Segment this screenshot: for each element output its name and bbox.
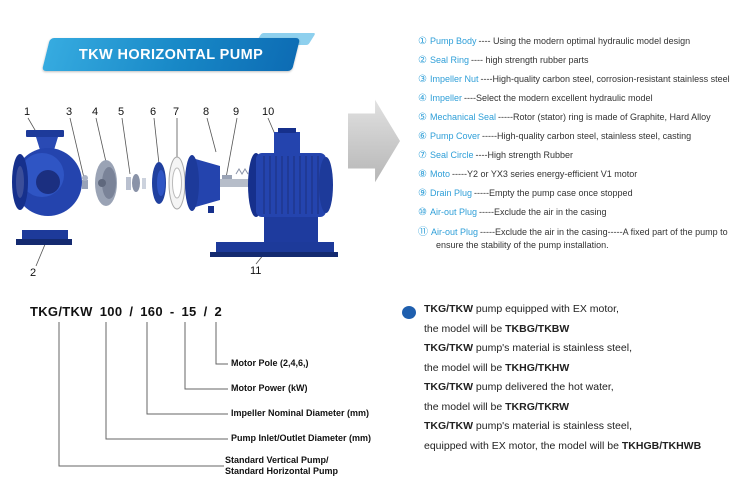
pump-cover <box>152 162 166 204</box>
bullet-dot-icon <box>402 306 416 319</box>
part-item-name: Moto <box>429 169 450 179</box>
part-item-desc: ----Select the modern excellent hydrauli… <box>463 93 653 103</box>
part-item-number: ⑤ <box>418 112 427 123</box>
impeller <box>95 160 117 206</box>
seal-circle <box>168 156 186 210</box>
part-item-desc: ----High-quality carbon steel, corrosion… <box>480 74 730 84</box>
model-code-section: TKG/TKW 100 / 160 - 15 / 2 Motor Pole (2… <box>18 300 410 492</box>
model-code-label: Pump Inlet/Outlet Diameter (mm) <box>231 433 372 443</box>
model-code-label: Impeller Nominal Diameter (mm) <box>231 408 370 418</box>
part-item-number: ⑪ <box>418 227 428 238</box>
note-line: TKG/TKW pump equipped with EX motor, <box>424 303 619 315</box>
part-item-desc: -----Exclude the air in the casing <box>479 207 607 217</box>
page-title: TKW HORIZONTAL PUMP <box>78 46 264 63</box>
part-number: 11 <box>250 265 261 277</box>
model-code-lines <box>58 322 228 467</box>
title-banner: TKW HORIZONTAL PUMP <box>41 38 301 71</box>
terminal-box <box>274 132 300 154</box>
part-number: 7 <box>173 106 179 118</box>
note-line: the model will be TKBG/TKBW <box>424 322 570 335</box>
right-arrow-icon <box>348 99 400 183</box>
part-item-number: ④ <box>418 93 427 104</box>
impeller-nut <box>82 175 88 189</box>
part-number: 3 <box>66 106 72 118</box>
note-line: TKG/TKW pump delivered the hot water, <box>424 381 614 393</box>
part-item-desc: -----Y2 or YX3 series energy-efficient V… <box>451 169 638 179</box>
model-code-token: 15 <box>181 304 197 319</box>
drain-plug <box>208 206 214 213</box>
note-line: the model will be TKRG/TKRW <box>424 400 570 413</box>
part-item-name: Seal Ring <box>429 55 469 65</box>
part-item-number: ⑨ <box>418 188 427 199</box>
note-line: equipped with EX motor, the model will b… <box>424 439 702 452</box>
part-item-desc: -----Empty the pump case once stopped <box>474 188 633 198</box>
part-item-number: ⑧ <box>418 169 427 180</box>
model-code-label: Motor Pole (2,4,6,) <box>231 358 309 368</box>
part-item-number: ⑦ <box>418 150 427 161</box>
mechanical-seal <box>126 174 146 192</box>
part-number: 4 <box>92 106 98 118</box>
pump-casing <box>12 130 82 245</box>
part-item-number: ① <box>418 36 427 47</box>
part-item-number: ② <box>418 55 427 66</box>
note-line: the model will be TKHG/TKHW <box>424 361 570 374</box>
part-item-name: Pump Body <box>429 36 477 46</box>
part-item-desc: ----High strength Rubber <box>475 150 574 160</box>
part-number: 2 <box>30 267 36 279</box>
model-code-label: Motor Power (kW) <box>231 383 308 393</box>
model-code-token: / <box>129 304 134 319</box>
part-item-desc: -----Rotor (stator) ring is made of Grap… <box>498 112 711 122</box>
model-code-token: / <box>203 304 208 319</box>
part-number: 5 <box>118 106 124 118</box>
model-code-label: Standard Horizontal Pump <box>225 466 339 476</box>
part-item-name: Air-out Plug <box>431 227 479 237</box>
model-code-token: 2 <box>214 304 223 319</box>
part-item-name: Impeller Nut <box>429 74 479 84</box>
part-item-name: Seal Circle <box>429 150 474 160</box>
model-code-token: 100 <box>99 304 123 319</box>
note-line: TKG/TKW pump's material is stainless ste… <box>424 420 632 432</box>
part-item-desc: -----High-quality carbon steel, stainles… <box>482 131 692 141</box>
model-code: TKG/TKW 100 / 160 - 15 / 2 <box>30 304 222 319</box>
part-item-number: ⑩ <box>418 207 427 218</box>
part-item-number: ⑥ <box>418 131 427 142</box>
base-frame <box>210 242 338 257</box>
part-item-name: Drain Plug <box>429 188 472 198</box>
note-line: TKG/TKW pump's material is stainless ste… <box>424 342 632 354</box>
part-item-name: Mechanical Seal <box>429 112 497 122</box>
part-item-name: Pump Cover <box>429 131 480 141</box>
part-item-desc: ---- Using the modern optimal hydraulic … <box>478 36 691 46</box>
part-item-name: Impeller <box>429 93 462 103</box>
part-number: 9 <box>233 106 239 118</box>
part-item-desc: -----Exclude the air in the casing-----A… <box>436 227 728 250</box>
bracket <box>185 155 220 213</box>
model-code-token: - <box>169 304 175 319</box>
model-code-token: 160 <box>140 304 163 319</box>
part-number: 8 <box>203 106 209 118</box>
part-number: 10 <box>262 106 274 118</box>
model-notes: TKG/TKW pump equipped with EX motor, the… <box>424 303 744 459</box>
part-number: 6 <box>150 106 156 118</box>
model-code-label: Standard Vertical Pump/ <box>225 455 329 465</box>
shaft <box>220 168 256 187</box>
part-item-number: ③ <box>418 74 427 85</box>
pump-exploded-diagram: 1 3 4 5 6 7 8 9 10 2 11 <box>12 106 338 279</box>
model-code-token: TKG/TKW <box>30 304 93 319</box>
part-item-desc: ---- high strength rubber parts <box>471 55 589 65</box>
motor <box>248 128 333 242</box>
part-item-name: Air-out Plug <box>429 207 477 217</box>
part-number: 1 <box>24 106 30 118</box>
